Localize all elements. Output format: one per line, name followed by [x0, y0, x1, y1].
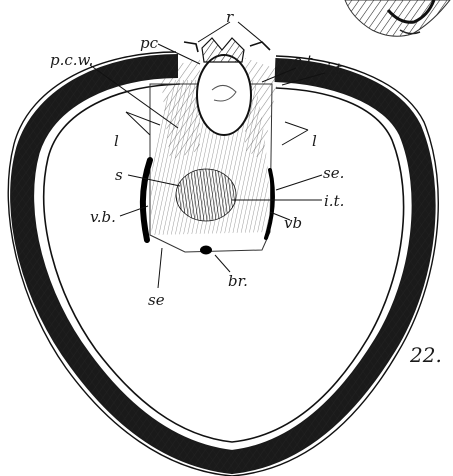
central-organ-complex — [143, 38, 280, 255]
label-br: br. — [228, 272, 248, 290]
label-r: r — [226, 8, 234, 26]
label-se-bottom: se — [148, 291, 165, 309]
label-l-left: l — [114, 132, 119, 150]
label-s: s — [115, 166, 123, 184]
label-it-top: i.t. — [326, 60, 346, 78]
label-l-right: l — [312, 132, 317, 150]
label-ot: o.t. — [293, 52, 317, 70]
label-vb-left: v.b. — [90, 208, 116, 226]
neighbor-figure-fragment — [345, 0, 450, 36]
label-pc: pc — [140, 34, 159, 52]
figure-number: 22. — [409, 343, 442, 367]
label-pcw: p.c.w. — [50, 51, 93, 69]
label-vb-right: vb — [284, 214, 302, 232]
label-it-mid: i.t. — [324, 192, 344, 210]
label-se-right: se. — [323, 164, 344, 182]
